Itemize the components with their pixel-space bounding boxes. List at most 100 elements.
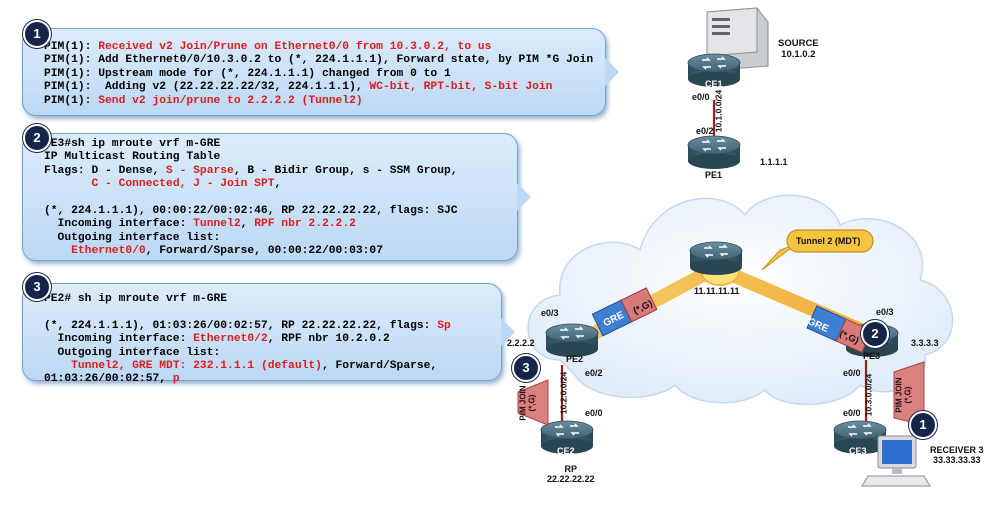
cli-text: Outgoing interface list: [44,231,221,244]
cli-text: (*, 224.1.1.1), 00:00:22/00:02:46, RP 22… [44,205,458,218]
rp-name: RP [564,464,578,474]
step-badge-3: 3 [23,273,51,301]
link-pe2-ce2-subnet: 10.2.0.0/24 [558,371,569,415]
cli-text: PIM(1): [44,94,99,107]
cli-text: , [240,218,255,231]
cli-text: , B - Bidir Group, s - SSM Group, [233,164,458,177]
cli-line: PIM(1): Add Ethernet0/0/10.3.0.2 to (*, … [44,54,593,67]
cli-highlight: Tunnel2, GRE MDT: 232.1.1.1 (default) [71,360,322,373]
cli-text: PIM(1): Adding v2 (22.22.22.22/32, 224.1… [44,81,370,94]
cli-highlight: WC-bit, RPT-bit, S-bit Join [369,81,553,94]
cli-text: Flags: D - Dense, [44,164,167,177]
tunnel-callout [761,229,874,271]
gre-packet-left [591,287,658,337]
ce2-name: CE2 [557,446,575,456]
cli-panel-1 [22,28,619,116]
step-badge-pe2: 3 [512,354,540,382]
pim-join-right-label: PIM JOIN (*,G) [895,377,913,412]
cli-text: Incoming interface: [44,333,194,346]
tunnel-callout-text: Tunnel 2 (MDT) [796,236,861,246]
cli-panel-1-text: PIM(1): Received v2 Join/Prune on Ethern… [44,41,593,108]
pe1-ip: 1.1.1.1 [760,157,788,167]
router-pe1-icon [687,135,741,170]
source-ip: 10.1.0.2 [781,49,816,60]
receiver-pc-icon [861,435,931,487]
cli-line: (*, 224.1.1.1), 01:03:26/00:02:57, RP 22… [44,320,451,333]
ce3-intf: e0/0 [843,408,861,418]
cli-line: PIM(1): Received v2 Join/Prune on Ethern… [44,41,593,54]
pe2-ip: 2.2.2.2 [507,338,535,348]
cli-highlight: Sp [437,319,451,332]
link-ce1-pe1-subnet: 10.1.0.0/24 [713,89,724,133]
cli-line: Ethernet0/0, Forward/Sparse, 00:00:22/00… [44,245,458,258]
cli-line: (*, 224.1.1.1), 00:00:22/00:02:46, RP 22… [44,205,458,218]
ce1-name: CE1 [705,79,723,89]
router-pe2-icon [545,323,599,358]
pim-join-left-text: PIM JOIN [518,385,528,421]
pim-join-right-sg: (*,G) [903,386,913,404]
cli-highlight: Ethernet0/0 [71,245,146,258]
cli-line: Outgoing interface list: [44,347,451,360]
cli-text: PIM(1): Upstream mode for (*, 224.1.1.1)… [44,67,451,80]
cli-text: PIM(1): [44,41,99,53]
cli-highlight: Ethernet0/2 [193,333,268,346]
cli-panel-3-text: PE2# sh ip mroute vrf m-GRE (*, 224.1.1.… [44,293,451,387]
cli-text: PE3#sh ip mroute vrf m-GRE [44,138,221,150]
cli-line: PIM(1): Send v2 join/prune to 2.2.2.2 (T… [44,95,593,108]
router-core-icon [689,241,743,276]
cli-text: , Forward/Sparse, 00:00:22/00:03:07 [145,245,383,258]
pe3-top-intf: e0/3 [876,307,894,317]
rp-ip: 22.22.22.22 [547,474,595,484]
cli-line: IP Multicast Routing Table [44,151,458,164]
ce2-intf: e0/0 [585,408,603,418]
cli-line: Tunnel2, GRE MDT: 232.1.1.1 (default), F… [44,360,451,373]
cli-text: , [274,178,282,191]
cli-text: PE2# sh ip mroute vrf m-GRE [44,293,228,305]
pe1-intf: e0/2 [696,126,714,136]
cli-line: Incoming interface: Ethernet0/2, RPF nbr… [44,333,451,346]
cli-line: C - Connected, J - Join SPT, [44,178,458,191]
source-name: SOURCE [778,38,819,49]
cli-text: Incoming interface: [44,218,194,231]
pe2-bottom-intf: e0/2 [585,368,603,378]
cli-line: PIM(1): Upstream mode for (*, 224.1.1.1)… [44,68,593,81]
cli-text: Outgoing interface list: [44,346,221,359]
pe3-bottom-intf: e0/0 [843,368,861,378]
cli-line: PE3#sh ip mroute vrf m-GRE [44,138,458,151]
cli-line: PE2# sh ip mroute vrf m-GRE [44,293,451,306]
cli-line: 01:03:26/00:02:57, p [44,373,451,386]
cli-text: IP Multicast Routing Table [44,151,221,164]
cli-text: (*, 224.1.1.1), 01:03:26/00:02:57, RP 22… [44,319,438,332]
step-badge-2: 2 [23,124,51,152]
source-label: SOURCE 10.1.0.2 [778,38,819,60]
pe3-ip: 3.3.3.3 [911,338,939,348]
cli-panel-3 [22,283,515,381]
pe1-name: PE1 [705,170,723,180]
cli-line: Incoming interface: Tunnel2, RPF nbr 2.2… [44,218,458,231]
pim-join-left-sg: (*,G) [527,394,537,412]
cli-line: Flags: D - Dense, S - Sparse, B - Bidir … [44,165,458,178]
cli-text: PIM(1): Add Ethernet0/0/10.3.0.2 to (*, … [44,54,594,67]
pim-join-left-label: PIM JOIN (*,G) [519,385,537,420]
cli-highlight: p [172,373,180,386]
cli-text: , RPF nbr 10.2.0.2 [267,333,390,346]
cli-highlight: Received v2 Join/Prune on Ethernet0/0 fr… [98,41,492,53]
pim-join-arrow-left [517,379,549,426]
cli-highlight: S - Sparse [166,164,234,177]
cli-text: 01:03:26/00:02:57, [44,373,173,386]
ce3-name: CE3 [849,446,867,456]
pe3-name: PE3 [863,351,881,361]
cli-highlight: RPF nbr 2.2.2.2 [254,218,356,231]
cli-highlight: Tunnel2 [193,218,241,231]
receiver-name: RECEIVER 3 [930,445,984,455]
step-badge-1: 1 [23,20,51,48]
core-ip: 11.11.11.11 [694,286,740,296]
step-badge-receiver: 1 [909,411,937,439]
cli-highlight: Send v2 join/prune to 2.2.2.2 (Tunnel2) [98,94,363,107]
receiver-ip: 33.33.33.33 [932,455,981,465]
receiver-label: RECEIVER 3 33.33.33.33 [930,445,984,465]
rp-label: RP 22.22.22.22 [547,464,595,484]
cli-highlight: C - Connected, J - Join SPT [91,178,275,191]
